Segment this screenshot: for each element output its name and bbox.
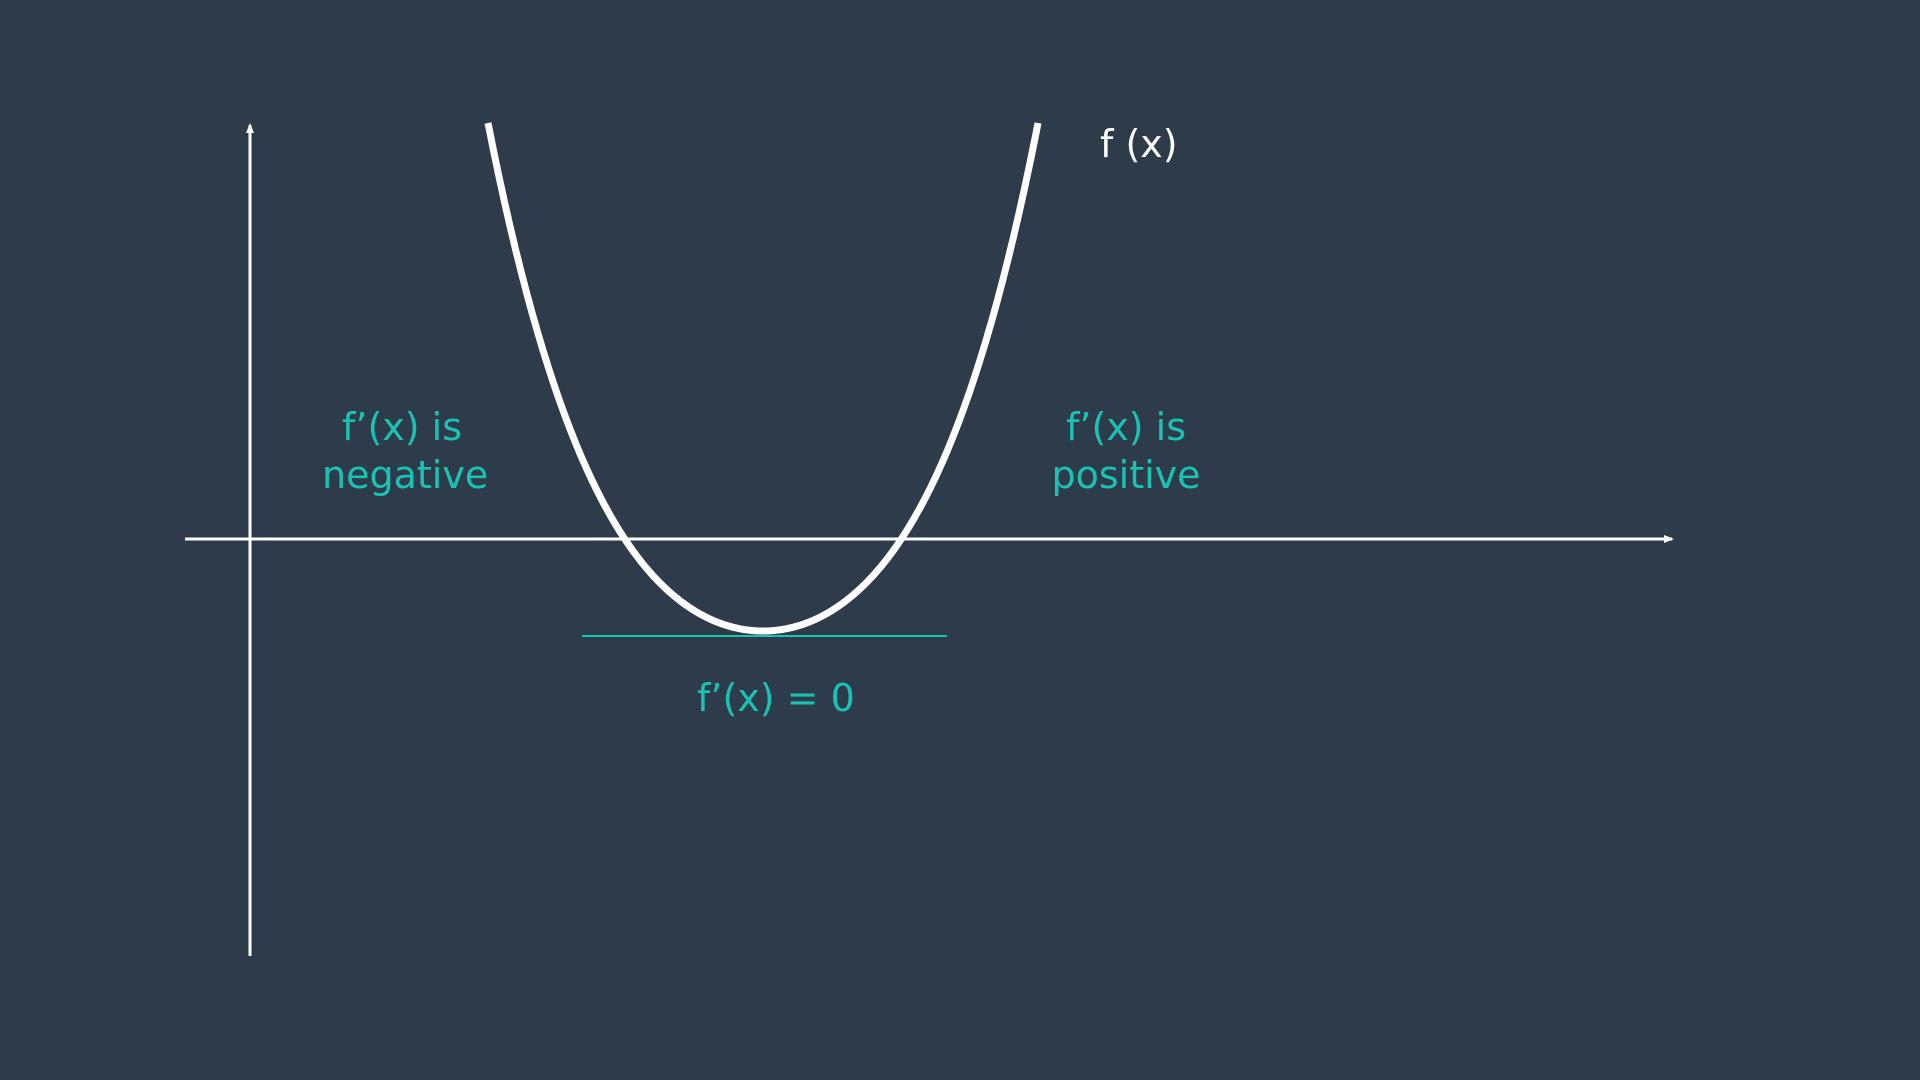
negative-label-line-2: negative: [322, 453, 489, 497]
positive-label-line-2: positive: [1051, 453, 1201, 497]
positive-derivative-label: f’(x) is positive: [1046, 403, 1206, 499]
curve-label: f (x): [1100, 122, 1178, 166]
zero-derivative-label: f’(x) = 0: [697, 676, 855, 720]
negative-derivative-label: f’(x) is negative: [322, 403, 489, 499]
function-curve: [484, 122, 1042, 635]
positive-label-line-1: f’(x) is: [1065, 405, 1187, 449]
negative-label-line-1: f’(x) is: [341, 405, 463, 449]
